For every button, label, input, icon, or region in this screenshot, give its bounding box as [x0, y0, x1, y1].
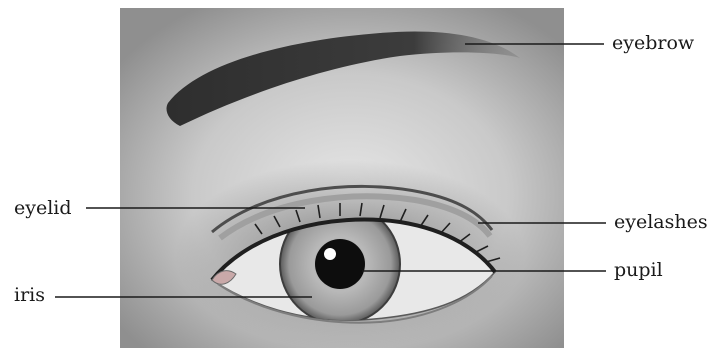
label-eyelid: eyelid	[14, 199, 72, 218]
label-eyebrow: eyebrow	[612, 34, 694, 53]
pupil-shape	[315, 239, 365, 289]
pupil-highlight	[324, 248, 336, 260]
label-iris: iris	[14, 286, 45, 305]
label-eyelashes: eyelashes	[614, 213, 708, 232]
label-pupil: pupil	[614, 261, 663, 280]
